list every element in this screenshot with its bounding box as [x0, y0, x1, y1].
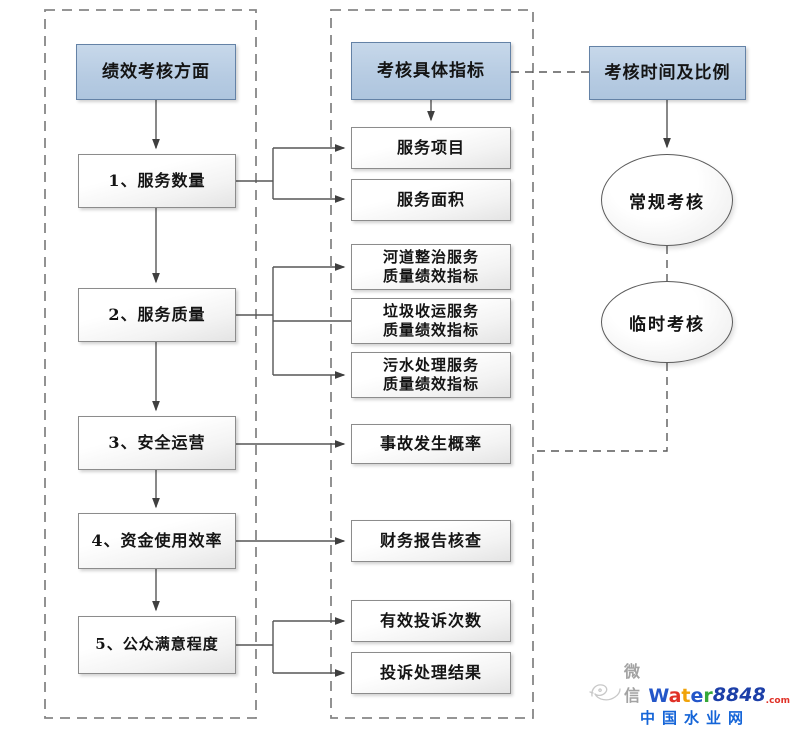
watermark-brand-word: Water — [648, 687, 712, 706]
header-specific-indicators: 考核具体指标 — [351, 42, 511, 100]
aspect-fund-efficiency: 4、资金使用效率 — [78, 513, 236, 569]
indicator-complaint-handling-result: 投诉处理结果 — [351, 652, 511, 694]
brand-letter: r — [703, 685, 713, 707]
solid-connectors — [152, 100, 671, 677]
aspect-service-quality: 2、服务质量 — [78, 288, 236, 342]
indicator-accident-probability: 事故发生概率 — [351, 424, 511, 464]
indicator-financial-report-review: 财务报告核查 — [351, 520, 511, 562]
ellipse-regular-assessment: 常规考核 — [601, 154, 733, 246]
indicator-valid-complaints-count: 有效投诉次数 — [351, 600, 511, 642]
indicator-river-regulation-quality: 河道整治服务 质量绩效指标 — [351, 244, 511, 290]
brand-letter: W — [648, 685, 669, 707]
header-assessment-time-ratio: 考核时间及比例 — [589, 46, 746, 100]
indicator-service-items: 服务项目 — [351, 127, 511, 169]
brand-letter: e — [690, 685, 704, 707]
watermark-brand-tld: .com — [765, 696, 790, 706]
indicator-service-area: 服务面积 — [351, 179, 511, 221]
indicator-garbage-collection-quality: 垃圾收运服务 质量绩效指标 — [351, 298, 511, 344]
watermark: 微信 Water 8848 .com 中国水业网 — [588, 662, 790, 730]
dashed-frame-middle — [330, 9, 534, 719]
dashed-frame-left — [44, 9, 257, 719]
aspect-service-quantity: 1、服务数量 — [78, 154, 236, 208]
brand-letter: t — [681, 685, 691, 707]
aspect-safe-operation: 3、安全运营 — [78, 416, 236, 470]
brand-letter: a — [668, 685, 682, 707]
watermark-site-name: 中国水业网 — [640, 709, 751, 727]
ellipse-temporary-assessment: 临时考核 — [601, 281, 733, 363]
header-assessment-aspects: 绩效考核方面 — [76, 44, 236, 100]
watermark-brand-row: 微信 Water 8848 .com — [588, 662, 790, 706]
aspect-public-satisfaction: 5、公众满意程度 — [78, 616, 236, 674]
swan-logo-icon — [589, 684, 621, 701]
watermark-wechat-label: 微信 — [624, 662, 641, 705]
dashed-connectors — [511, 71, 668, 452]
indicator-sewage-treatment-quality: 污水处理服务 质量绩效指标 — [351, 352, 511, 398]
watermark-brand-number: 8848 — [712, 684, 766, 706]
